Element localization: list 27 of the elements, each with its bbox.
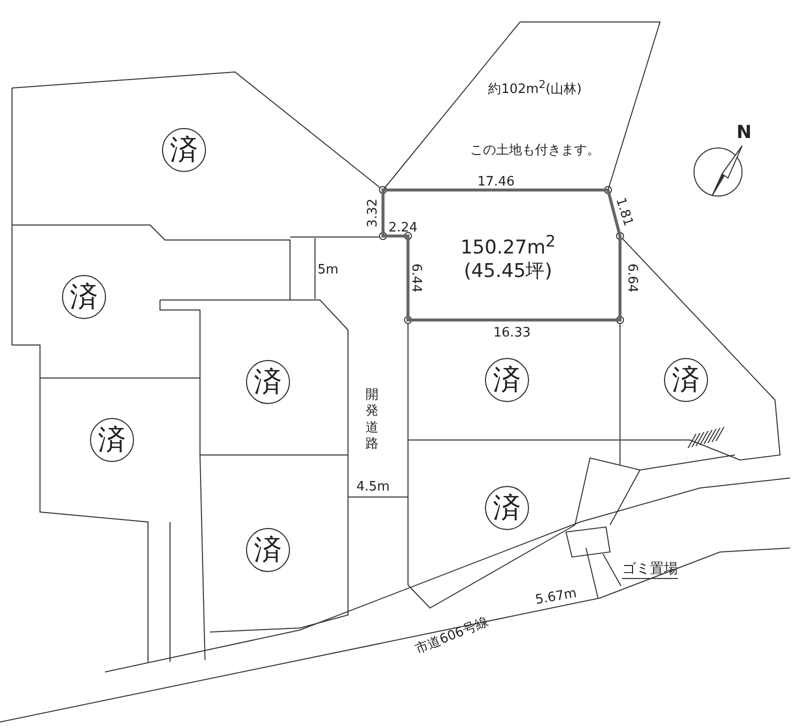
- sold-mark: 済: [62, 275, 106, 319]
- note-text: この土地も付きます。: [470, 142, 600, 159]
- dimension-label: 4.5m: [356, 480, 390, 494]
- road-label: 市道606号線: [414, 616, 490, 656]
- dimension-label: 6.44: [410, 264, 422, 292]
- dimension-label: 3.32: [366, 198, 380, 228]
- sold-mark: 済: [664, 358, 708, 402]
- leader-line: [602, 554, 622, 586]
- sold-mark: 済: [246, 528, 290, 572]
- north-label: N: [736, 124, 752, 142]
- sold-mark: 済: [162, 128, 206, 172]
- dimension-label: 17.46: [477, 176, 515, 188]
- area-text: (45.45坪): [464, 259, 552, 284]
- sold-mark: 済: [246, 360, 290, 404]
- area-text: 約102m$^{2}$(山林): [488, 78, 582, 98]
- dimension-label: 16.33: [493, 326, 531, 340]
- area-text: 150.27m$^{2}$: [460, 231, 556, 259]
- dimension-label: 6.64: [626, 264, 638, 292]
- dimension-label: 2.24: [388, 222, 418, 234]
- dimension-label: 5.67m: [534, 586, 578, 608]
- sold-mark: 済: [90, 418, 134, 462]
- garbage-area: [565, 526, 611, 558]
- dimension-label: 1.81: [613, 196, 635, 228]
- road-label: 開発道路: [364, 388, 380, 452]
- sold-mark: 済: [485, 358, 529, 402]
- sold-mark: 済: [485, 486, 529, 530]
- dimension-label: 5m: [318, 264, 338, 276]
